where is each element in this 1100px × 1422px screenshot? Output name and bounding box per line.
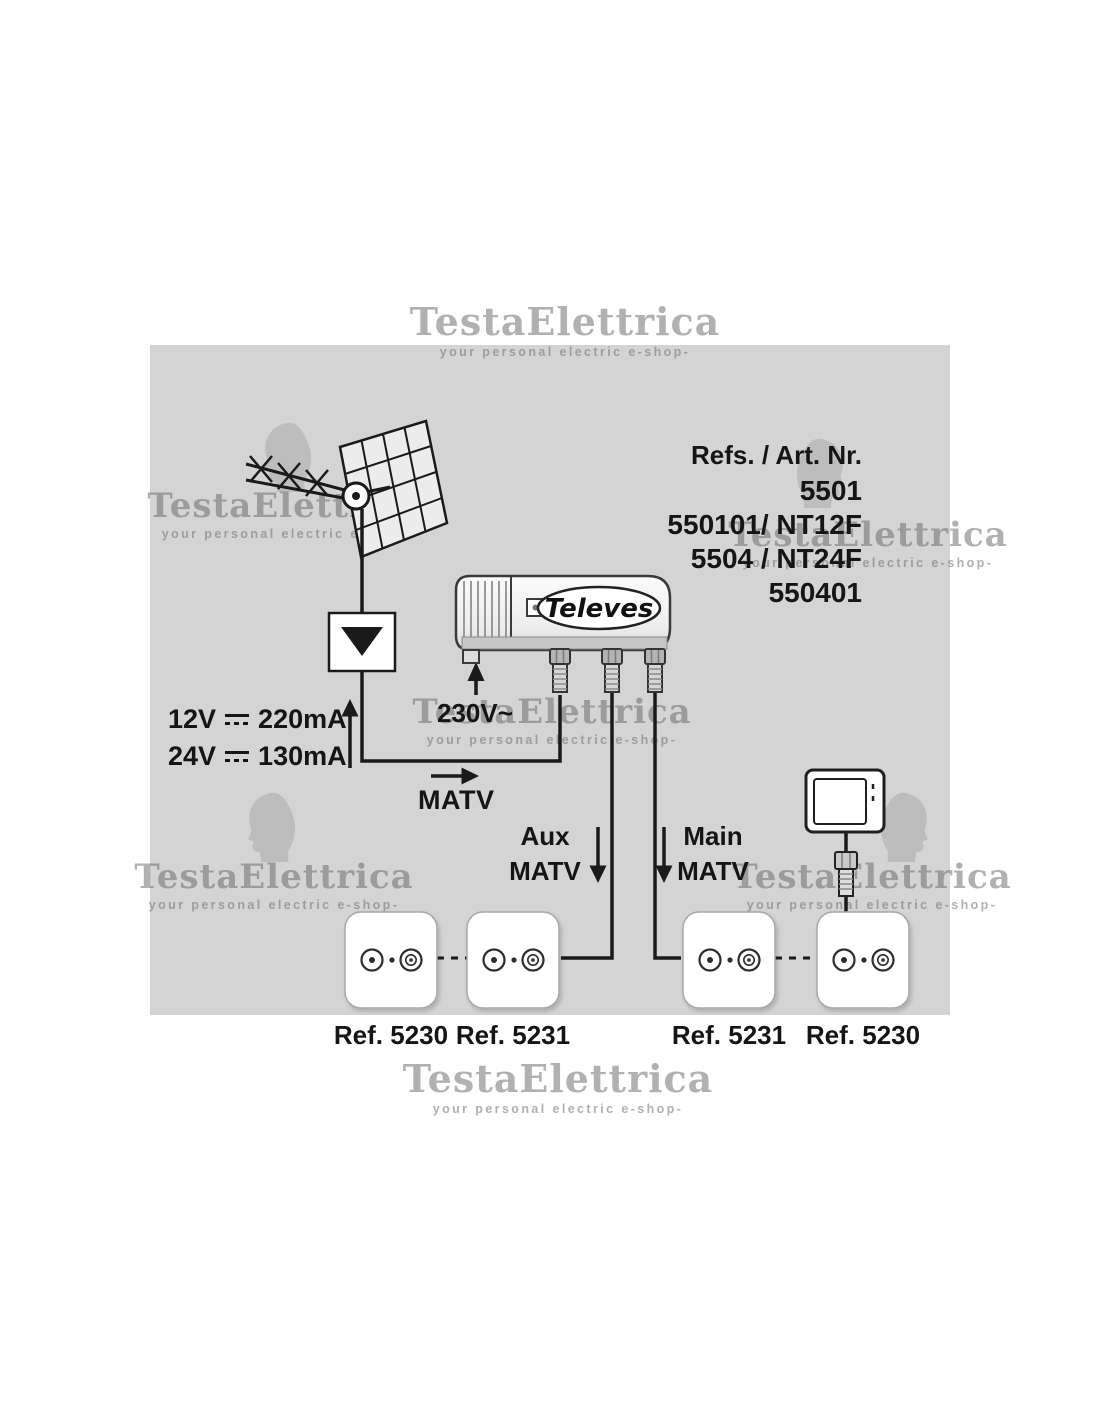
ref-article-number: 5501: [799, 475, 862, 506]
dc-symbol-icon: [225, 751, 250, 762]
tv-f-connector: [834, 851, 858, 897]
power-spec-line: 24V 130mA: [168, 738, 347, 775]
triangle-down-icon: [341, 627, 383, 656]
aux-label: Aux: [520, 821, 570, 851]
televes-amplifier: Televes: [454, 574, 672, 693]
televes-logo: Televes: [545, 594, 654, 624]
wall-outlet: [344, 911, 438, 1009]
wall-outlet: [682, 911, 776, 1009]
head-silhouette-icon: [263, 422, 312, 492]
flow-arrows: [341, 662, 673, 883]
dc-symbol-icon: [225, 714, 250, 725]
mains-voltage-label: 230V~: [437, 698, 513, 728]
voltage-value: 24V: [168, 741, 217, 771]
tv-icon: [804, 768, 886, 834]
outlet-ref-label: Ref. 5231: [455, 1020, 571, 1050]
ref-article-number: 550401: [768, 577, 862, 608]
uhf-antenna-icon: [245, 419, 449, 559]
main-matv-label: Main MATV: [670, 819, 756, 889]
outlet-ref-label: Ref. 5231: [671, 1020, 787, 1050]
matv-label: MATV: [418, 785, 495, 815]
power-spec-line: 12V 220mA: [168, 701, 347, 738]
current-value: 130mA: [258, 741, 347, 771]
ref-article-number: 550101/ NT12F: [667, 509, 862, 540]
voltage-value: 12V: [168, 704, 217, 734]
coax-lines: [360, 509, 848, 960]
head-silhouette-icon: [796, 438, 845, 508]
logo-oval: [536, 585, 662, 631]
mains-inlet: [462, 649, 480, 664]
power-spec: 12V 220mA 24V 130mA: [168, 701, 347, 775]
current-value: 220mA: [258, 704, 347, 734]
wall-outlet: [466, 911, 560, 1009]
main-sub-label: MATV: [677, 856, 749, 886]
f-connector: [549, 648, 571, 693]
diagram-panel: [150, 345, 950, 1015]
antenna-symbol-box: [327, 611, 397, 673]
outlet-ref-label: Ref. 5230: [333, 1020, 449, 1050]
wall-outlet: [816, 911, 910, 1009]
aux-matv-label: Aux MATV: [500, 819, 590, 889]
refs-title: Refs. / Art. Nr.: [691, 440, 862, 470]
outlet-ref-label: Ref. 5230: [805, 1020, 921, 1050]
f-connector: [601, 648, 623, 693]
aux-sub-label: MATV: [509, 856, 581, 886]
main-label: Main: [683, 821, 743, 851]
f-connector: [644, 648, 666, 693]
refs-block: Refs. / Art. Nr. 5501 550101/ NT12F 5504…: [600, 438, 862, 610]
head-silhouette-icon: [247, 792, 296, 862]
head-silhouette-icon: [880, 792, 929, 862]
ref-article-number: 5504 / NT24F: [690, 543, 862, 574]
